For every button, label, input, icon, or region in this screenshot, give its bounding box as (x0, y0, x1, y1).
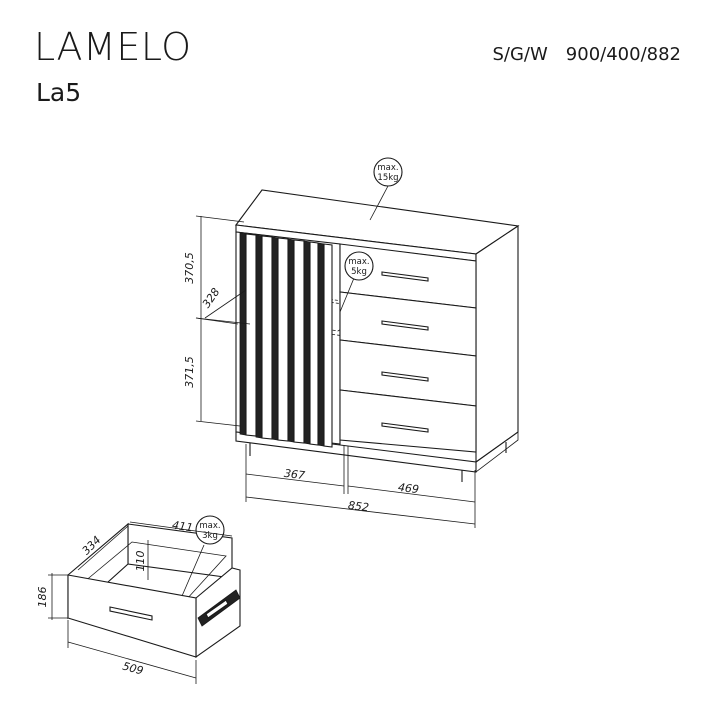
cabinet-drawers (339, 243, 477, 453)
load-shelf-line1: max. (348, 257, 369, 267)
width-dimensions: 367 469 852 (245, 444, 476, 528)
drawer-handle-1 (381, 271, 429, 282)
load-badge-top: max. 15kg (369, 157, 403, 221)
dim-upper-height: 370,5 (183, 252, 196, 284)
dim-drawer-inner-height: 110 (134, 551, 147, 572)
dim-inner-width: 852 (347, 499, 369, 514)
drawer-handle-4 (381, 422, 429, 433)
dimensions-value: 900/400/882 (565, 44, 681, 65)
product-name: LAMELO (34, 25, 192, 69)
model-code: La5 (36, 78, 82, 107)
load-shelf-value: 5kg (351, 267, 367, 277)
drawer-handle-2 (381, 320, 429, 331)
dimensions-label: S/G/W (492, 44, 548, 65)
drawer-front-4 (339, 389, 477, 453)
dim-right-width: 469 (397, 481, 419, 496)
load-top-line1: max. (377, 163, 398, 173)
dim-drawer-width: 509 (121, 660, 145, 678)
dim-lower-height: 371,5 (183, 356, 196, 388)
load-badge-shelf: max. 5kg (339, 251, 374, 313)
dim-drawer-height: 186 (36, 587, 49, 608)
load-badge-drawer: max. 3kg (181, 515, 225, 597)
cabinet-drawing: max. 15kg max. 5kg 370,5 371,5 328 (183, 157, 520, 528)
load-drawer-value: 3kg (202, 531, 218, 541)
dim-left-width: 367 (283, 467, 305, 482)
dim-shelf-depth: 328 (200, 286, 223, 311)
load-top-value: 15kg (377, 173, 398, 183)
dim-drawer-inner-width: 411 (171, 519, 194, 535)
lamella-door (239, 232, 333, 448)
cabinet-right-side (475, 224, 519, 464)
drawer-handle (109, 606, 153, 621)
load-drawer-line1: max. (199, 521, 220, 531)
drawer-handle-3 (381, 371, 429, 382)
drawer-drawing: max. 3kg 334 411 110 186 509 (36, 515, 241, 684)
overall-dimensions: S/G/W 900/400/882 (492, 46, 681, 64)
